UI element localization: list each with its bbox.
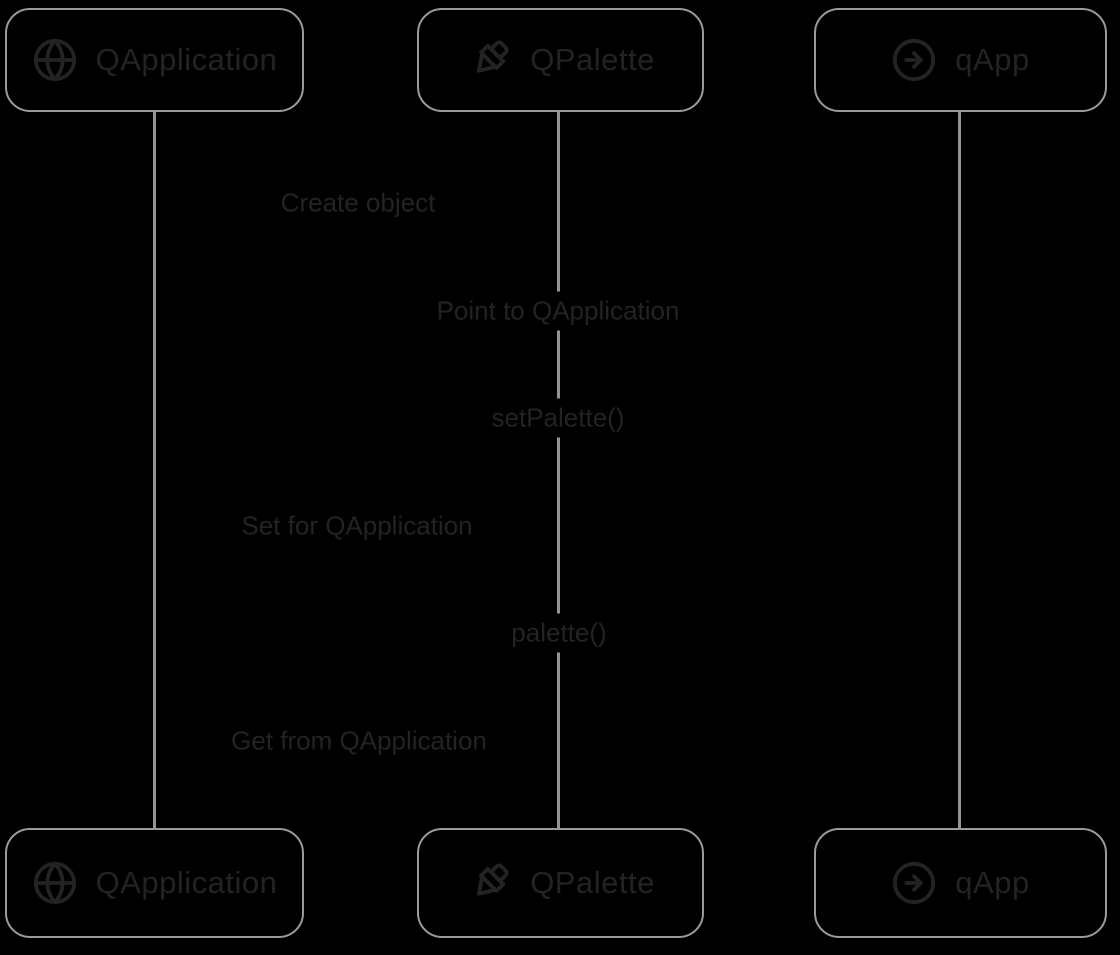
lifeline-qpalette bbox=[556, 112, 560, 829]
message-create-object: Create object bbox=[270, 183, 446, 223]
globe-icon bbox=[32, 860, 78, 906]
actor-label: QPalette bbox=[530, 42, 655, 77]
arrow-right-circle-icon bbox=[891, 37, 937, 83]
actor-qapp-bottom: qApp bbox=[814, 828, 1107, 938]
message-set-for-qapplication: Set for QApplication bbox=[231, 506, 483, 546]
message-setpalette: setPalette() bbox=[481, 398, 635, 438]
paintbrush-icon bbox=[466, 37, 512, 83]
message-point-to-qapplication: Point to QApplication bbox=[426, 291, 690, 331]
arrow-right-circle-icon bbox=[891, 860, 937, 906]
actor-label: qApp bbox=[955, 865, 1030, 900]
actor-label: QApplication bbox=[95, 42, 278, 77]
actor-qpalette-top: QPalette bbox=[417, 8, 704, 112]
lifeline-qapp bbox=[957, 112, 961, 829]
message-palette: palette() bbox=[501, 613, 617, 653]
actor-qapplication-top: QApplication bbox=[5, 8, 304, 112]
actor-label: QApplication bbox=[95, 865, 278, 900]
actor-qpalette-bottom: QPalette bbox=[417, 828, 704, 938]
message-get-from-qapplication: Get from QApplication bbox=[221, 721, 497, 761]
paintbrush-icon bbox=[466, 860, 512, 906]
lifeline-qapplication bbox=[152, 112, 156, 829]
actor-label: qApp bbox=[955, 42, 1030, 77]
actor-label: QPalette bbox=[530, 865, 655, 900]
globe-icon bbox=[32, 37, 78, 83]
actor-qapp-top: qApp bbox=[814, 8, 1107, 112]
actor-qapplication-bottom: QApplication bbox=[5, 828, 304, 938]
